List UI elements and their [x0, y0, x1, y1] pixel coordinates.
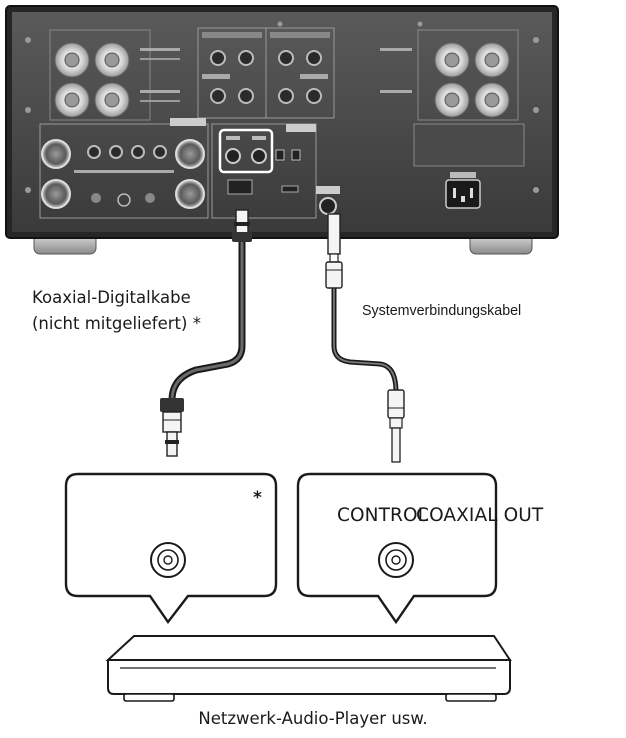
coaxial-cable-label: Koaxial-Digitalkabe [32, 288, 191, 307]
network-audio-player-icon [105, 635, 512, 702]
player-foot-left [123, 693, 175, 702]
coaxial-highlight [218, 128, 274, 174]
coaxial-cable-note: (nicht mitgeliefert) * [32, 314, 201, 333]
rca-jack-icon [150, 542, 186, 578]
control-jack-block [316, 186, 340, 215]
minijack-plug-icon [387, 389, 405, 463]
coaxial-out-label: COAXIAL OUT [416, 505, 544, 526]
speaker-terminals-right [380, 29, 519, 121]
rca-plug-icon [160, 398, 184, 457]
system-cable-label: Systemverbindungskabel [362, 302, 522, 319]
rca-jack-icon [378, 542, 414, 578]
digital-input-block [211, 123, 317, 219]
rca-plug-icon [232, 209, 252, 242]
amp-screws [25, 21, 539, 193]
control-callout [296, 472, 498, 625]
player-label: Netzwerk-Audio-Player usw. [198, 709, 428, 728]
xlr-input-block [39, 118, 209, 219]
coaxial-out-callout [64, 472, 278, 625]
player-front [107, 659, 511, 695]
player-top [105, 635, 512, 661]
amplifier-rear-panel-icon [5, 5, 559, 255]
speaker-terminals-left [49, 29, 180, 121]
control-label: CONTROL [337, 505, 429, 526]
ac-inlet [445, 172, 481, 209]
rating-plate [413, 123, 525, 167]
asterisk-marker: * [253, 488, 262, 508]
top-input-block [197, 27, 335, 119]
coaxial-cable [168, 240, 246, 401]
player-foot-right [445, 693, 497, 702]
terminal-labels: CONTROLCOAXIAL OUT [337, 505, 543, 527]
system-cable [331, 286, 399, 393]
minijack-plug-icon [325, 213, 343, 289]
